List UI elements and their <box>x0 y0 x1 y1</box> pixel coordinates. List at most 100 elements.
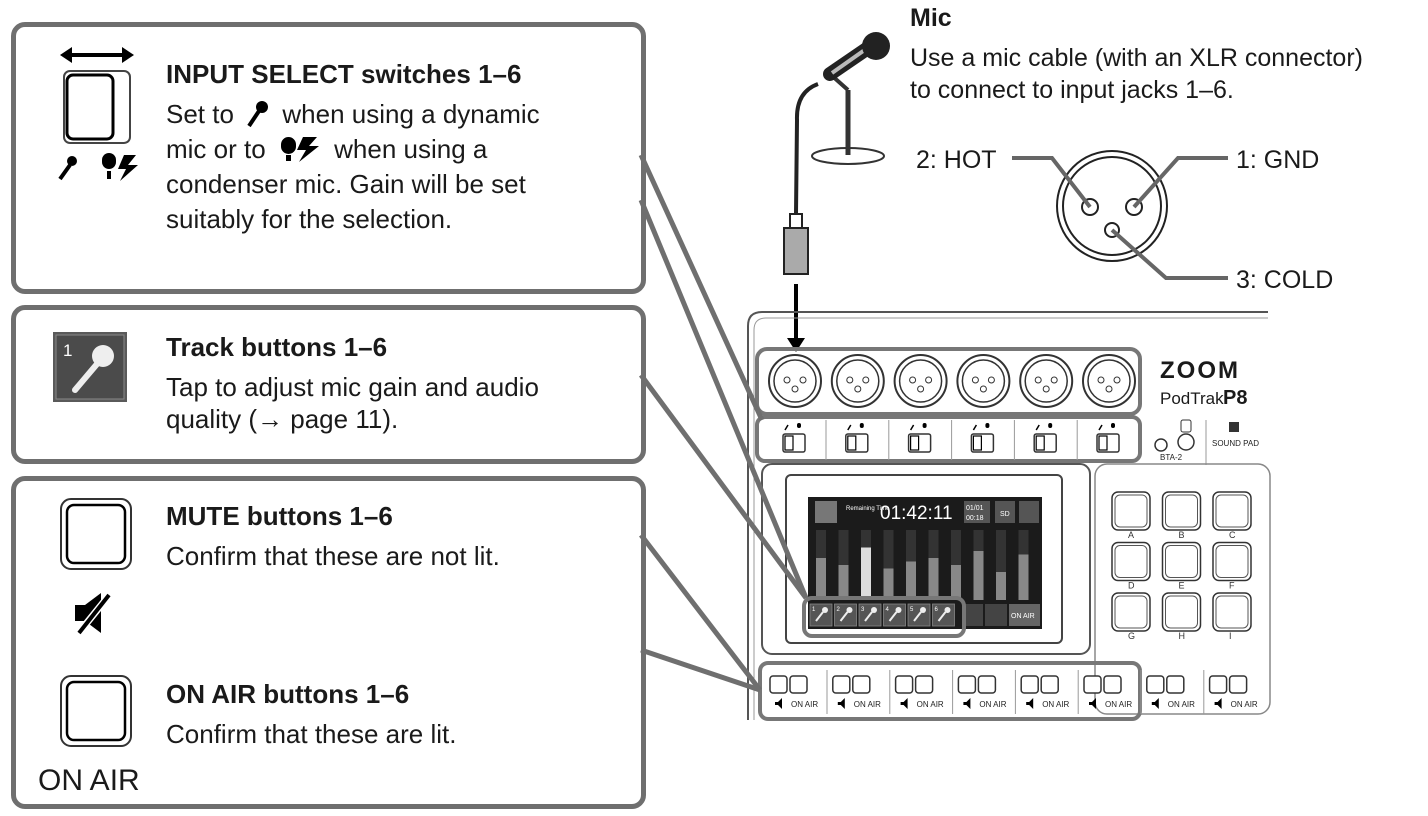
mute-button-6 <box>1083 675 1102 694</box>
level-meter-1 <box>816 558 826 600</box>
mute-button-3 <box>894 675 914 694</box>
input-select-switch-icon <box>58 47 138 181</box>
model-name: P8 <box>1223 387 1247 409</box>
model-prefix: PodTrak <box>1160 389 1224 408</box>
mute-speaker-icon <box>74 590 114 637</box>
xlr-hot-label: 2: HOT <box>916 146 997 174</box>
sound-pads: A B C D E F G H I <box>1111 491 1252 641</box>
input-select-switches <box>782 420 1120 460</box>
input-jacks-highlight <box>755 347 1142 416</box>
on-air-button-7 <box>1166 675 1185 694</box>
screen-counter-1: 01/01 <box>966 505 984 512</box>
input-select-title: INPUT SELECT switches 1–6 <box>166 59 522 89</box>
mute-button-4 <box>957 675 977 694</box>
track-button-icon: 1 <box>53 332 127 402</box>
screen-remaining-label: Remaining Time <box>846 506 890 512</box>
on-air-button-3 <box>914 675 934 694</box>
screen-track-number-1: 1 <box>812 607 816 613</box>
screen-track-number-4: 4 <box>886 607 890 613</box>
input-jacks <box>768 354 1136 408</box>
input-select-callout: INPUT SELECT switches 1–6 Set to when us… <box>11 22 646 294</box>
mute-button-1 <box>769 675 788 694</box>
on-air-label-3: ON AIR <box>917 700 944 709</box>
level-meter-7 <box>951 565 961 600</box>
on-air-button-8 <box>1228 675 1248 694</box>
on-air-button-2 <box>852 675 871 694</box>
screen-track-number-2: 2 <box>837 607 841 613</box>
xlr-connector-diagram: 2: HOT 1: GND 3: COLD <box>916 146 1333 294</box>
sound-pad-label-B: B <box>1179 530 1185 540</box>
screen-grid-button <box>985 604 1007 626</box>
mute-button-8 <box>1208 675 1228 694</box>
on-air-label-5: ON AIR <box>1042 700 1069 709</box>
level-meters <box>816 530 1029 600</box>
mute-button-icon <box>60 498 132 570</box>
mute-onair-callout: MUTE buttons 1–6 Confirm that these are … <box>11 476 646 809</box>
on-air-label-7: ON AIR <box>1168 700 1195 709</box>
mute-buttons-description: Confirm that these are not lit. <box>166 541 500 571</box>
sound-pad-label-F: F <box>1229 581 1235 591</box>
screen-track-number-3: 3 <box>861 607 865 613</box>
on-air-label-4: ON AIR <box>979 700 1006 709</box>
level-meter-9 <box>996 572 1006 600</box>
mic-title: Mic <box>910 4 952 32</box>
track-buttons-title: Track buttons 1–6 <box>166 332 388 362</box>
level-meter-8 <box>973 551 984 600</box>
track-button-icon-number: 1 <box>63 341 72 360</box>
screen-counter-2: 00:18 <box>966 515 984 522</box>
track-buttons-highlight <box>802 596 966 638</box>
mute-button-2 <box>832 675 851 694</box>
track-buttons-callout: 1 Track buttons 1–6 Tap to adjust mic ga… <box>11 305 646 464</box>
sound-pad-label-G: G <box>1128 631 1135 641</box>
condenser-mic-icon <box>280 137 319 162</box>
level-meter-4 <box>883 568 894 600</box>
microphone-illustration <box>783 32 890 352</box>
mute-onair-highlight <box>758 661 1142 721</box>
on-air-label-2: ON AIR <box>854 700 881 709</box>
screen-onair: ON AIR <box>1011 613 1035 620</box>
input-select-description: Set to when using a dynamic mic or to wh… <box>166 99 540 234</box>
level-meter-10 <box>1018 554 1029 600</box>
on-air-label-1: ON AIR <box>791 700 818 709</box>
track-buttons-description: Tap to adjust mic gain and audio quality… <box>166 372 539 434</box>
on-air-label-8: ON AIR <box>1231 700 1258 709</box>
level-meter-2 <box>838 565 849 600</box>
level-meter-6 <box>928 558 939 600</box>
on-air-buttons-title: ON AIR buttons 1–6 <box>166 679 410 709</box>
xlr-cold-label: 3: COLD <box>1236 266 1333 294</box>
xlr-gnd-label: 1: GND <box>1236 146 1319 174</box>
mic-description: Use a mic cable (with an XLR connector) … <box>910 44 1363 104</box>
screen-track-number-6: 6 <box>935 607 939 613</box>
screen-track-number-5: 5 <box>910 607 914 613</box>
level-meter-5 <box>906 561 916 600</box>
sound-pad-label-C: C <box>1229 530 1236 540</box>
brand-logo: ZOOM <box>1160 357 1240 384</box>
sound-pad-label-A: A <box>1128 530 1134 540</box>
on-air-icon-label: ON AIR <box>38 764 140 797</box>
input-select-switches-highlight <box>755 415 1142 463</box>
screen-time: 01:42:11 <box>880 503 953 524</box>
sound-pad-label-D: D <box>1128 581 1135 591</box>
screen-track-buttons: 1 2 3 4 5 6 <box>809 603 1007 627</box>
on-air-button-1 <box>789 675 808 694</box>
on-air-label-6: ON AIR <box>1105 700 1132 709</box>
podtrak-device: ZOOM PodTrak P8 BTA-2 SOUND PAD Remainin… <box>747 311 1271 721</box>
mute-onair-buttons: ON AIR ON AIR ON AIR ON AIR ON AIR ON AIR ON A… <box>769 670 1258 714</box>
on-air-buttons-description: Confirm that these are lit. <box>166 719 457 749</box>
sound-pad-label-I: I <box>1229 631 1232 641</box>
mute-button-7 <box>1146 675 1165 694</box>
mute-button-5 <box>1020 675 1039 694</box>
on-air-button-6 <box>1103 675 1122 694</box>
level-meter-3 <box>861 547 871 600</box>
mute-buttons-title: MUTE buttons 1–6 <box>166 501 393 531</box>
sound-pad-label-H: H <box>1179 631 1186 641</box>
sound-pad-label: SOUND PAD <box>1212 439 1259 448</box>
on-air-button-4 <box>977 675 997 694</box>
sound-pad-label-E: E <box>1179 581 1185 591</box>
bta-label: BTA-2 <box>1160 453 1183 462</box>
leader-lines <box>638 153 809 693</box>
screen-sd: SD <box>1000 511 1010 518</box>
on-air-button-icon <box>60 675 132 747</box>
dynamic-mic-icon <box>247 101 269 128</box>
